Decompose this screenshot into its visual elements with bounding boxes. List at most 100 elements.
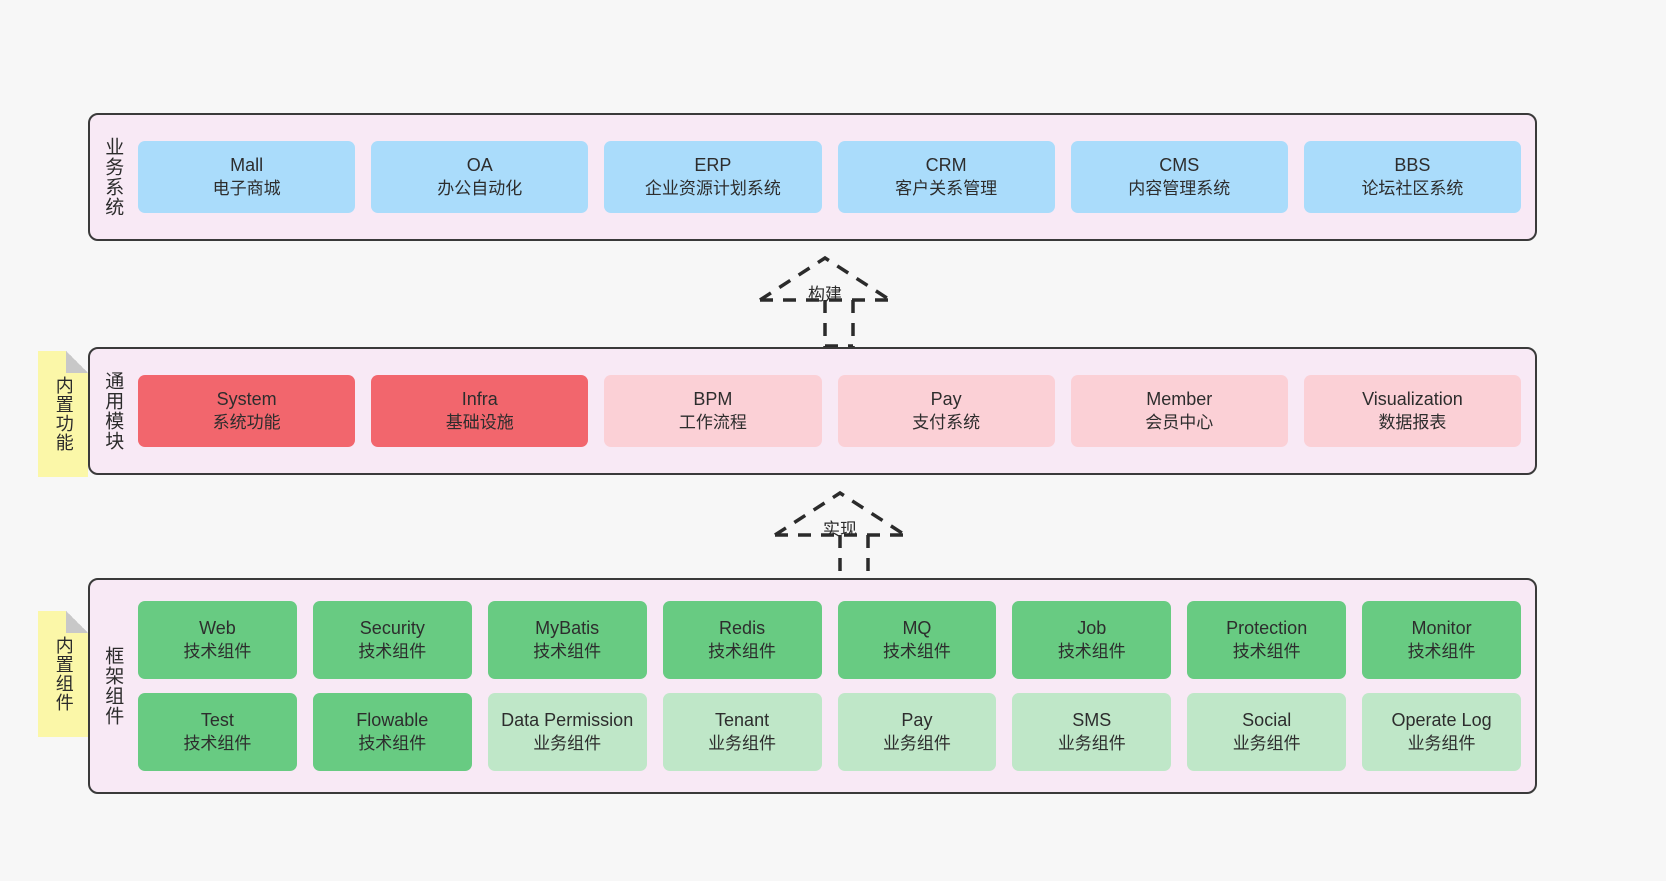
- card-subtitle: 基础设施: [445, 412, 514, 432]
- card-subtitle: 业务组件: [1057, 733, 1126, 753]
- note-builtin-component: 内置组件: [38, 611, 88, 737]
- card-subtitle: 办公自动化: [437, 178, 523, 198]
- card-subtitle: 技术组件: [183, 733, 252, 753]
- card-title: Pay: [930, 388, 962, 409]
- card-erp[interactable]: ERP 企业资源计划系统: [604, 141, 822, 213]
- card-test[interactable]: Test 技术组件: [138, 693, 297, 771]
- card-title: Data Permission: [501, 709, 634, 730]
- layer-body-framework-component: Web 技术组件 Security 技术组件 MyBatis 技术组件 Redi…: [134, 601, 1535, 771]
- card-cms[interactable]: CMS 内容管理系统: [1070, 141, 1288, 213]
- card-title: CRM: [925, 154, 967, 175]
- card-title: Member: [1146, 388, 1213, 409]
- card-title: MQ: [902, 617, 932, 638]
- layer-body-common-module: System 系统功能 Infra 基础设施 BPM 工作流程 Pay 支付系统…: [134, 375, 1535, 447]
- card-flowable[interactable]: Flowable 技术组件: [312, 693, 472, 771]
- card-title: Protection: [1226, 617, 1308, 638]
- card-subtitle: 企业资源计划系统: [644, 178, 781, 198]
- card-subtitle: 数据报表: [1378, 412, 1447, 432]
- layer-title-framework-component: 框架组件: [102, 646, 124, 726]
- card-title: Visualization: [1362, 388, 1463, 409]
- card-title: SMS: [1072, 709, 1112, 730]
- card-title: BBS: [1394, 154, 1431, 175]
- card-mall[interactable]: Mall 电子商城: [138, 141, 356, 213]
- card-subtitle: 技术组件: [1407, 641, 1476, 661]
- card-subtitle: 技术组件: [882, 641, 951, 661]
- card-crm[interactable]: CRM 客户关系管理: [837, 141, 1055, 213]
- card-job[interactable]: Job 技术组件: [1012, 601, 1172, 679]
- card-subtitle: 技术组件: [358, 641, 427, 661]
- card-title: Infra: [461, 388, 498, 409]
- card-subtitle: 技术组件: [708, 641, 777, 661]
- card-social[interactable]: Social 业务组件: [1187, 693, 1347, 771]
- card-monitor[interactable]: Monitor 技术组件: [1362, 601, 1521, 679]
- card-operate-log[interactable]: Operate Log 业务组件: [1362, 693, 1521, 771]
- card-subtitle: 电子商城: [212, 178, 281, 198]
- card-subtitle: 系统功能: [212, 412, 281, 432]
- card-title: MyBatis: [535, 617, 600, 638]
- connector-label-build: 构建: [808, 285, 842, 304]
- card-subtitle: 工作流程: [678, 412, 747, 432]
- card-title: System: [216, 388, 277, 409]
- card-row: Test 技术组件 Flowable 技术组件 Data Permission …: [138, 693, 1521, 771]
- card-tenant[interactable]: Tenant 业务组件: [662, 693, 822, 771]
- dashed-generalization-arrow-icon: [759, 255, 891, 348]
- card-protection[interactable]: Protection 技术组件: [1187, 601, 1347, 679]
- card-visualization[interactable]: Visualization 数据报表: [1303, 375, 1522, 447]
- card-title: Redis: [719, 617, 766, 638]
- layer-business-system: 业务系统 Mall 电子商城 OA 办公自动化 ERP 企业资源计划系统 CRM…: [88, 113, 1537, 241]
- card-subtitle: 业务组件: [882, 733, 951, 753]
- layer-framework-component: 框架组件 Web 技术组件 Security 技术组件 MyBatis 技术组件…: [88, 578, 1537, 794]
- card-subtitle: 技术组件: [1057, 641, 1126, 661]
- card-security[interactable]: Security 技术组件: [312, 601, 472, 679]
- card-pay-component[interactable]: Pay 业务组件: [837, 693, 997, 771]
- card-title: Tenant: [715, 709, 770, 730]
- card-title: BPM: [693, 388, 733, 409]
- card-bpm[interactable]: BPM 工作流程: [604, 375, 822, 447]
- card-title: Flowable: [356, 709, 429, 730]
- layer-body-business-system: Mall 电子商城 OA 办公自动化 ERP 企业资源计划系统 CRM 客户关系…: [134, 141, 1535, 213]
- card-subtitle: 业务组件: [533, 733, 602, 753]
- card-web[interactable]: Web 技术组件: [138, 601, 297, 679]
- card-subtitle: 论坛社区系统: [1361, 178, 1464, 198]
- card-title: Job: [1077, 617, 1107, 638]
- card-title: CMS: [1159, 154, 1200, 175]
- card-oa[interactable]: OA 办公自动化: [371, 141, 589, 213]
- card-subtitle: 会员中心: [1145, 412, 1214, 432]
- card-redis[interactable]: Redis 技术组件: [662, 601, 822, 679]
- card-bbs[interactable]: BBS 论坛社区系统: [1303, 141, 1522, 213]
- card-title: ERP: [694, 154, 732, 175]
- card-title: Social: [1242, 709, 1292, 730]
- note-label: 内置组件: [53, 636, 74, 712]
- connector-build: 构建: [735, 250, 915, 350]
- card-subtitle: 技术组件: [533, 641, 602, 661]
- note-builtin-function: 内置功能: [38, 351, 88, 477]
- card-subtitle: 业务组件: [1407, 733, 1476, 753]
- card-subtitle: 支付系统: [912, 412, 981, 432]
- card-subtitle: 技术组件: [1232, 641, 1301, 661]
- card-mybatis[interactable]: MyBatis 技术组件: [487, 601, 647, 679]
- card-title: OA: [466, 154, 493, 175]
- card-subtitle: 技术组件: [183, 641, 252, 661]
- card-title: Test: [200, 709, 234, 730]
- card-title: Security: [359, 617, 425, 638]
- card-member[interactable]: Member 会员中心: [1070, 375, 1288, 447]
- layer-title-common-module: 通用模块: [102, 371, 124, 451]
- card-mq[interactable]: MQ 技术组件: [837, 601, 997, 679]
- card-system[interactable]: System 系统功能: [138, 375, 356, 447]
- card-infra[interactable]: Infra 基础设施: [371, 375, 589, 447]
- layer-title-business-system: 业务系统: [102, 137, 124, 217]
- card-title: Monitor: [1411, 617, 1472, 638]
- card-title: Mall: [230, 154, 264, 175]
- connector-implement: 实现: [750, 485, 930, 585]
- card-subtitle: 业务组件: [1232, 733, 1301, 753]
- card-sms[interactable]: SMS 业务组件: [1012, 693, 1172, 771]
- card-title: Web: [199, 617, 236, 638]
- card-title: Pay: [901, 709, 933, 730]
- card-subtitle: 客户关系管理: [895, 178, 998, 198]
- card-data-permission[interactable]: Data Permission 业务组件: [487, 693, 647, 771]
- card-pay-module[interactable]: Pay 支付系统: [837, 375, 1055, 447]
- card-row: System 系统功能 Infra 基础设施 BPM 工作流程 Pay 支付系统…: [138, 375, 1522, 447]
- card-subtitle: 技术组件: [358, 733, 427, 753]
- card-title: Operate Log: [1391, 709, 1492, 730]
